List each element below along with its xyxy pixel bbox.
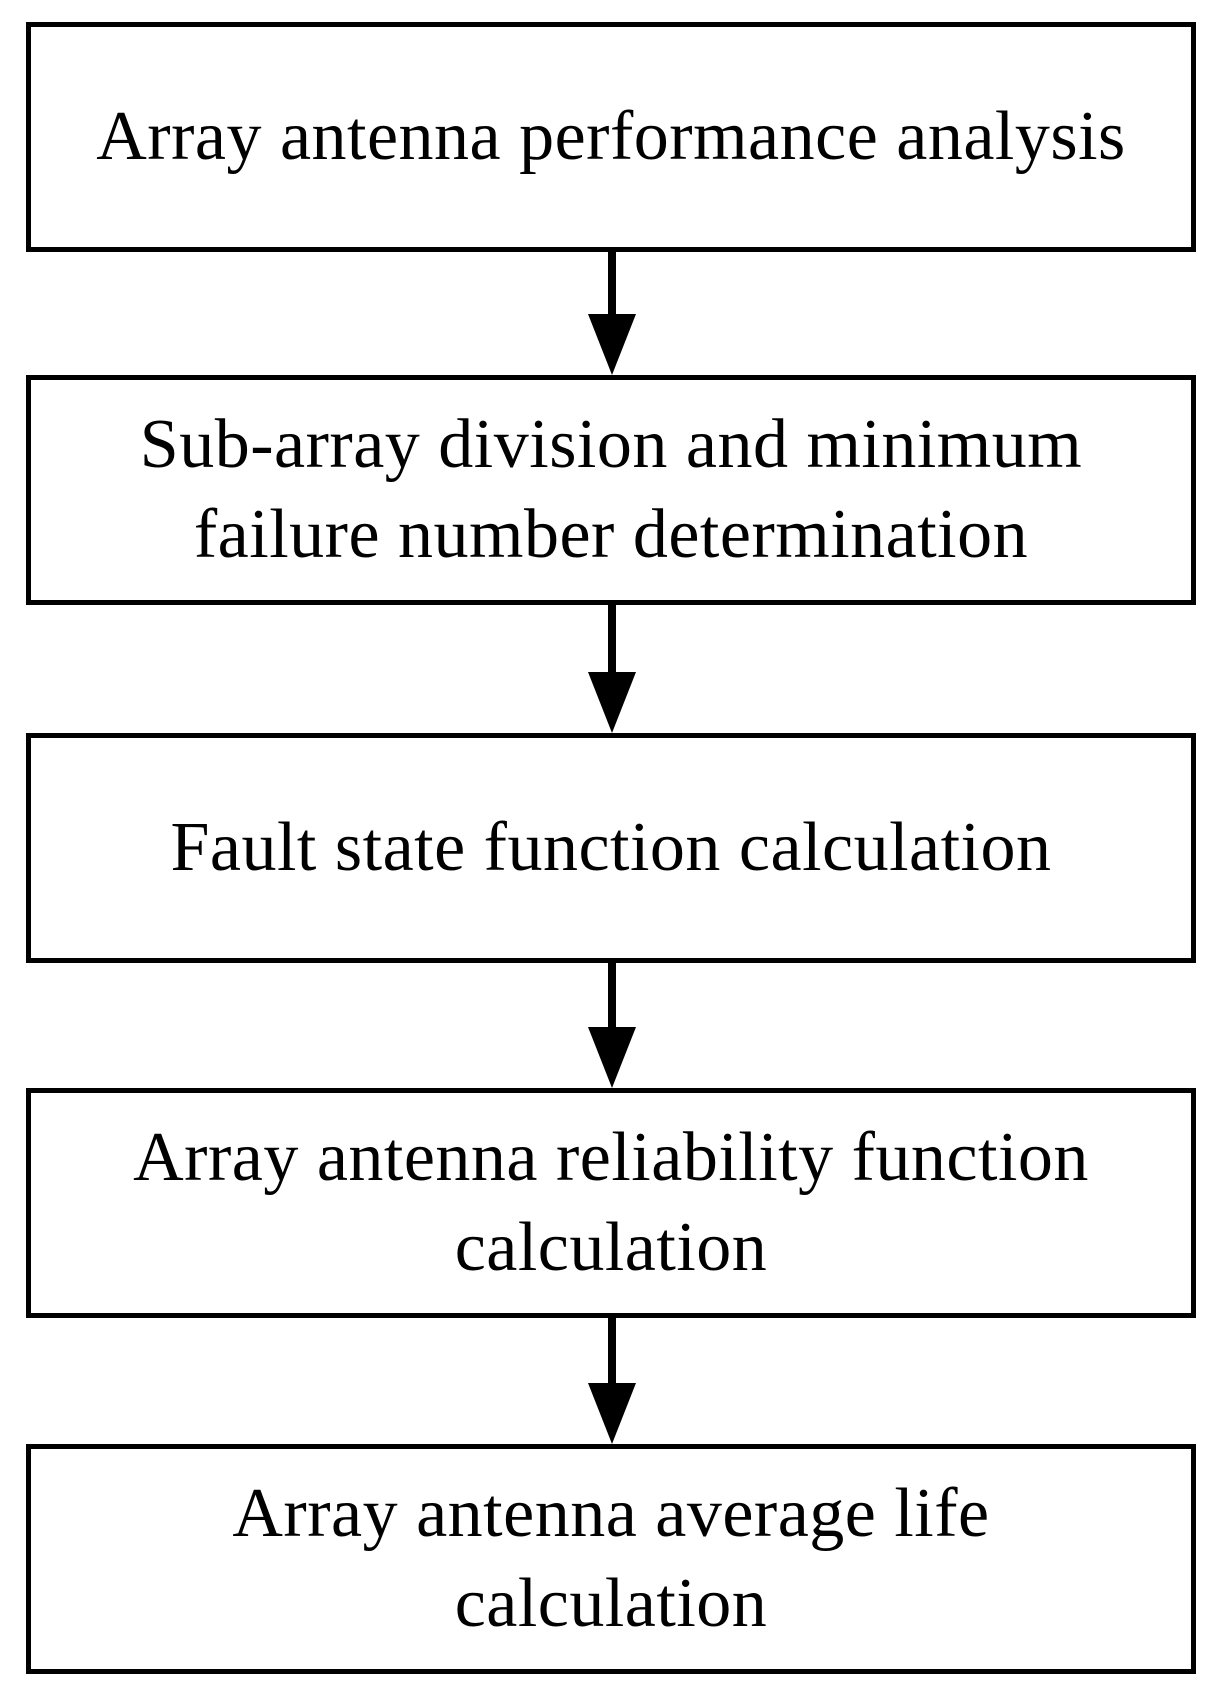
step-reliability-function-label: Array antenna reliability function calcu… [133,1119,1089,1286]
step-average-life-box: Array antenna average life calculation [26,1444,1196,1674]
step-fault-state-box: Fault state function calculation [26,733,1196,963]
step-average-life-label: Array antenna average life calculation [232,1475,990,1642]
step-performance-analysis-label: Array antenna performance analysis [96,98,1126,175]
step-reliability-function-box: Array antenna reliability function calcu… [26,1088,1196,1318]
step-performance-analysis-box: Array antenna performance analysis [26,22,1196,252]
step-subarray-division-box: Sub-array division and minimum failure n… [26,375,1196,605]
arrow-3 [588,963,636,1088]
step-subarray-division-label: Sub-array division and minimum failure n… [139,406,1083,573]
arrow-1 [588,252,636,375]
arrow-2 [588,605,636,733]
arrow-4 [588,1318,636,1444]
step-fault-state-label: Fault state function calculation [170,809,1052,886]
